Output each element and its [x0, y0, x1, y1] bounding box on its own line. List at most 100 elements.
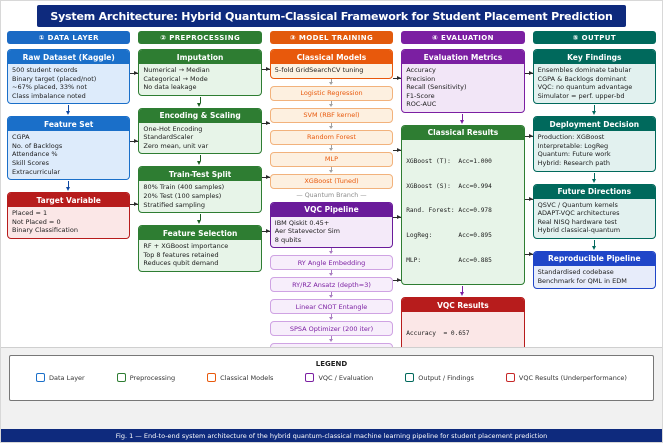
flow-arrow-right [262, 120, 270, 125]
flow-arrow-down [328, 78, 333, 85]
legend-swatch [207, 373, 217, 382]
box-line: Top 8 features retained [143, 250, 219, 259]
classical-models-box: Classical Models 5-fold GridSearchCV tun… [269, 49, 394, 79]
flow-arrow-right [525, 196, 533, 201]
column-data-layer: ① DATA LAYER Raw Dataset (Kaggle) 500 st… [7, 31, 131, 442]
vqc-step-item: RY/RZ Ansatz (depth=3) [269, 277, 394, 293]
box-title: Reproducible Pipeline [533, 251, 655, 266]
vqc-pipeline-box: VQC Pipeline IBM Qiskit 0.45+ Aer Statev… [269, 201, 394, 249]
box-title: Evaluation Metrics [402, 50, 524, 64]
column-output: ⑤ OUTPUT Key Findings Ensembles dominate… [532, 31, 656, 442]
box-body: Placed = 1 Not Placed = 0 Binary Classif… [8, 207, 129, 238]
reproducible-pipeline-box: Reproducible Pipeline Standardised codeb… [532, 250, 656, 290]
flow-arrow-right [525, 70, 533, 75]
deployment-decision-box: Deployment Decision Production: XGBoost … [532, 116, 656, 172]
flow-arrow-right [262, 66, 270, 71]
classical-model-item: MLP [269, 151, 394, 167]
flow-arrow-down [328, 336, 333, 343]
legend-swatch [36, 373, 45, 382]
box-line: Placed = 1 [12, 209, 48, 218]
figure-caption: Fig. 1 — End-to-end system architecture … [1, 429, 662, 442]
flow-arrow-down [328, 292, 333, 299]
key-findings-box: Key Findings Ensembles dominate tabular … [532, 49, 656, 105]
legend-swatch [405, 373, 415, 382]
legend-box: LEGEND Data Layer Preprocessing Classica… [9, 355, 654, 401]
box-line: CGPA [12, 133, 30, 142]
flow-arrow-down [65, 181, 70, 192]
column-header-data-layer: ① DATA LAYER [7, 31, 131, 44]
box-body: RF + XGBoost importance Top 8 features r… [139, 240, 260, 271]
box-body: 500 student records Binary target (place… [8, 64, 129, 103]
vqc-step-item: RY Angle Embedding [269, 255, 394, 271]
box-title: Imputation [139, 50, 261, 64]
box-body: CGPA No. of Backlogs Attendance % Skill … [8, 131, 129, 179]
flow-arrow-down [591, 239, 596, 250]
flow-arrow-down [591, 172, 596, 183]
box-title: Future Directions [533, 184, 655, 199]
box-body: Accuracy Precision Recall (Sensitivity) … [402, 64, 523, 112]
box-title: Classical Models [270, 50, 393, 64]
legend-item-data-layer: Data Layer [36, 373, 85, 382]
legend-label: VQC / Evaluation [318, 373, 374, 382]
box-body: IBM Qiskit 0.45+ Aer Statevector Sim 8 q… [271, 217, 392, 248]
box-line: 20% Test (100 samples) [143, 192, 222, 201]
box-line: Hybrid: Research path [537, 159, 610, 168]
vqc-step-item: Linear CNOT Entangle [269, 299, 394, 315]
box-line: 80% Train (400 samples) [143, 183, 225, 192]
flow-arrow-down [328, 314, 333, 321]
box-line: Categorical → Mode [143, 74, 208, 83]
flow-arrow-down [328, 144, 333, 151]
flow-arrow-right [393, 147, 401, 152]
flow-arrow-right [393, 277, 401, 282]
legend-label: Output / Findings [418, 373, 474, 382]
box-line: Accuracy = 0.657 [406, 330, 470, 338]
box-line: Class imbalance noted [12, 91, 86, 100]
box-line: CGPA & Backlogs dominant [537, 74, 627, 83]
column-preprocessing: ② PREPROCESSING Imputation Numerical → M… [138, 31, 262, 442]
flow-arrow-right [393, 214, 401, 219]
legend-item-classical-models: Classical Models [207, 373, 273, 382]
box-line: Interpretable: LogReg [537, 141, 609, 150]
flow-arrow-right [130, 201, 138, 206]
box-line: No. of Backlogs [12, 141, 63, 150]
box-line: Reduces qubit demand [143, 259, 219, 268]
box-line: Ensembles dominate tabular [537, 66, 632, 74]
box-line: Binary target (placed/not) [12, 74, 97, 83]
box-line: Stratified sampling [143, 200, 206, 209]
legend-item-output-findings: Output / Findings [405, 373, 474, 382]
box-line: No data leakage [143, 83, 197, 92]
box-body: Standardised codebase Benchmark for QML … [534, 266, 655, 288]
box-title: Encoding & Scaling [139, 108, 261, 123]
evaluation-metrics-box: Evaluation Metrics Accuracy Precision Re… [401, 49, 525, 113]
box-line: Numerical → Median [143, 66, 210, 74]
box-title: Feature Set [8, 117, 130, 132]
box-line: Hybrid classical-quantum [537, 226, 621, 235]
column-header-output: ⑤ OUTPUT [532, 31, 656, 44]
box-title: Feature Selection [139, 226, 261, 241]
flow-arrow-down [460, 113, 465, 124]
box-title: VQC Pipeline [270, 202, 393, 217]
box-line: F1-Score [406, 91, 435, 100]
flow-arrow-down [65, 105, 70, 116]
box-line: 500 student records [12, 66, 78, 74]
box-line: ROC-AUC [406, 100, 437, 109]
flow-arrow-right [130, 70, 138, 75]
legend-item-vqc-results: VQC Results (Underperformance) [505, 373, 627, 382]
box-body: XGBoost (T): Acc=1.000 XGBoost (S): Acc=… [402, 140, 523, 284]
flow-arrow-down [460, 286, 465, 297]
classical-model-item: Random Forest [269, 129, 394, 145]
figure-title: System Architecture: Hybrid Quantum-Clas… [37, 5, 626, 27]
box-line: Production: XGBoost [537, 133, 605, 142]
feature-selection-box: Feature Selection RF + XGBoost importanc… [138, 225, 262, 272]
box-line: MLP: Acc=0.885 [406, 256, 492, 264]
box-line: VQC: no quantum advantage [537, 83, 633, 92]
legend-items: Data Layer Preprocessing Classical Model… [10, 368, 653, 382]
legend-label: VQC Results (Underperformance) [518, 373, 627, 382]
box-title: Train-Test Split [139, 167, 261, 182]
box-body: QSVC / Quantum kernels ADAPT-VQC archite… [534, 199, 655, 238]
box-line: Binary Classification [12, 226, 78, 235]
box-title: Deployment Decision [533, 117, 655, 132]
raw-dataset-box: Raw Dataset (Kaggle) 500 student records… [7, 49, 131, 105]
box-line: Real NISQ hardware test [537, 217, 617, 226]
